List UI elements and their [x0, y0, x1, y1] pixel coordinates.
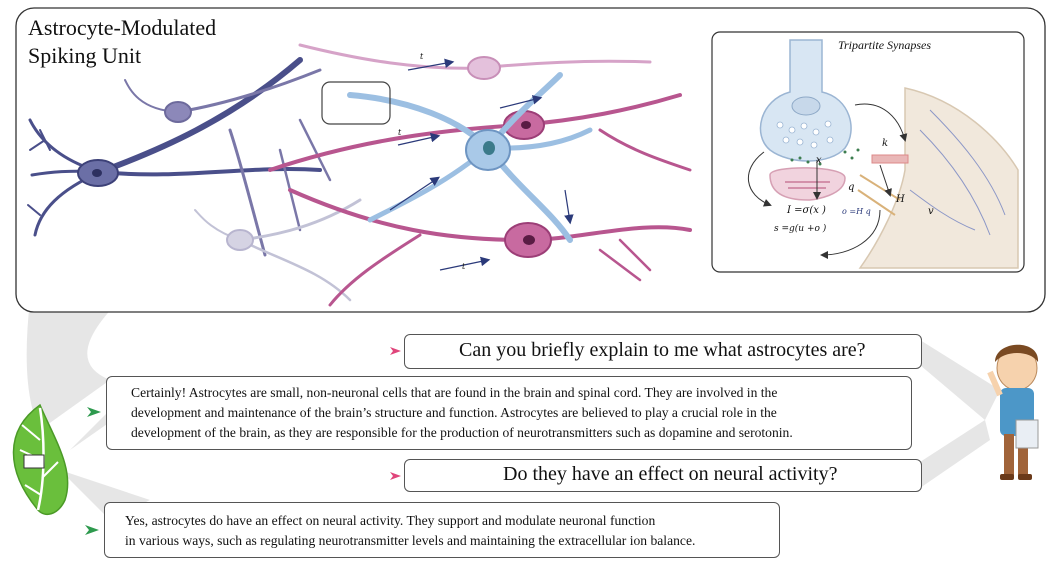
signal-arrows [389, 58, 574, 271]
left-speech-cone [26, 300, 121, 430]
label-v: v [928, 206, 934, 217]
answer-bubble-2: Yes, astrocytes do have an effect on neu… [104, 502, 780, 558]
label-s-eq: s =g(u +o ) [774, 224, 827, 234]
neuron-dark [27, 57, 332, 257]
answer-arrow-icon [87, 407, 101, 417]
label-t-1: t [420, 52, 424, 61]
answer-text-2: Yes, astrocytes do have an effect on neu… [125, 513, 696, 548]
student-avatar-icon [987, 344, 1039, 480]
label-I-eq: I =σ(x ) [787, 205, 826, 216]
right-cone-2 [920, 420, 990, 488]
astrocyte-cell [321, 72, 593, 243]
label-t-3: t [462, 262, 466, 271]
right-cone-1 [920, 340, 1000, 420]
question-arrow-icon [390, 472, 401, 480]
neuron-light [194, 198, 362, 302]
question-text-1: Can you briefly explain to me what astro… [459, 339, 866, 361]
neuron-pink-top [298, 43, 652, 80]
postsynaptic-terminal [769, 167, 846, 201]
question-text-2: Do they have an effect on neural activit… [503, 463, 838, 485]
figure-title: Astrocyte-Modulated Spiking Unit [28, 15, 217, 68]
label-x: x [816, 155, 822, 166]
question-bubble-2: Do they have an effect on neural activit… [404, 459, 922, 492]
label-H: H [896, 194, 905, 205]
zoom-box [321, 81, 391, 125]
question-bubble-1: Can you briefly explain to me what astro… [404, 334, 922, 369]
label-t-2: t [398, 128, 402, 137]
label-o-eq: o =H q [842, 207, 871, 216]
tripartite-synapse [748, 39, 1019, 269]
inset-title: Tripartite Synapses [838, 38, 932, 52]
question-arrow-icon [390, 347, 401, 355]
label-q: q [848, 182, 855, 193]
label-k: k [882, 138, 889, 149]
answer-bubble-1: Certainly! Astrocytes are small, non-neu… [106, 376, 912, 450]
answer-arrow-icon [85, 525, 99, 535]
leaf-chip-icon [12, 403, 69, 516]
answer-text-1: Certainly! Astrocytes are small, non-neu… [131, 385, 793, 440]
